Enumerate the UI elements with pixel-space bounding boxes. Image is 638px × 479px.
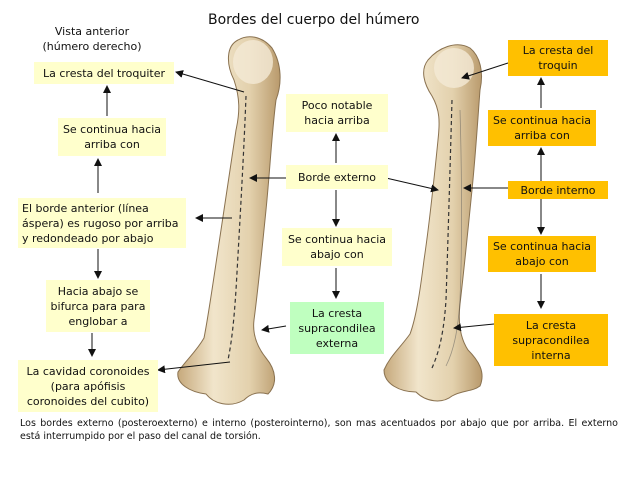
humerus-posterior-view: [383, 44, 483, 402]
box-cresta-supracondilea-interna: La cresta supracondilea interna: [494, 314, 608, 366]
box-cresta-troquin: La cresta del troquin: [508, 40, 608, 76]
box-continua-abajo-right: Se continua hacia abajo con: [488, 236, 596, 272]
anterior-border-line: [227, 95, 247, 361]
box-cresta-troquiter: La cresta del troquiter: [34, 62, 174, 84]
view-label-line1: Vista anterior: [54, 25, 130, 38]
box-bifurca: Hacia abajo se bifurca para para engloba…: [46, 280, 150, 332]
box-borde-interno: Borde interno: [508, 181, 608, 199]
medial-border-line: [431, 99, 453, 369]
arrow-troquiter: [175, 70, 245, 93]
box-borde-anterior: El borde anterior (línea áspera) es rugo…: [18, 198, 186, 248]
arrow-coronoid: [157, 361, 231, 374]
arrow-troquin: [461, 62, 509, 80]
diagram-title: Bordes del cuerpo del húmero: [208, 12, 420, 28]
box-borde-externo: Borde externo: [286, 165, 388, 189]
arrow-lateral-crest: [261, 324, 287, 333]
box-continua-arriba-left: Se continua hacia arriba con: [58, 118, 166, 156]
box-cresta-supracondilea-externa: La cresta supracondilea externa: [290, 302, 384, 354]
box-poco-notable: Poco notable hacia arriba: [286, 94, 388, 132]
arrow-external-border-right: [385, 177, 439, 193]
box-cavidad-coronoides: La cavidad coronoides (para apófisis cor…: [18, 360, 158, 412]
box-continua-arriba-right: Se continua hacia arriba con: [488, 110, 596, 146]
arrow-medial-crest: [453, 323, 495, 332]
humerus-anterior-view: [177, 36, 281, 405]
footnote: Los bordes externo (posteroexterno) e in…: [20, 418, 618, 442]
view-label: Vista anterior (húmero derecho): [36, 24, 148, 54]
box-continua-abajo-middle: Se continua hacia abajo con: [282, 228, 392, 266]
humeral-head: [233, 40, 273, 84]
view-label-line2: (húmero derecho): [42, 40, 142, 53]
